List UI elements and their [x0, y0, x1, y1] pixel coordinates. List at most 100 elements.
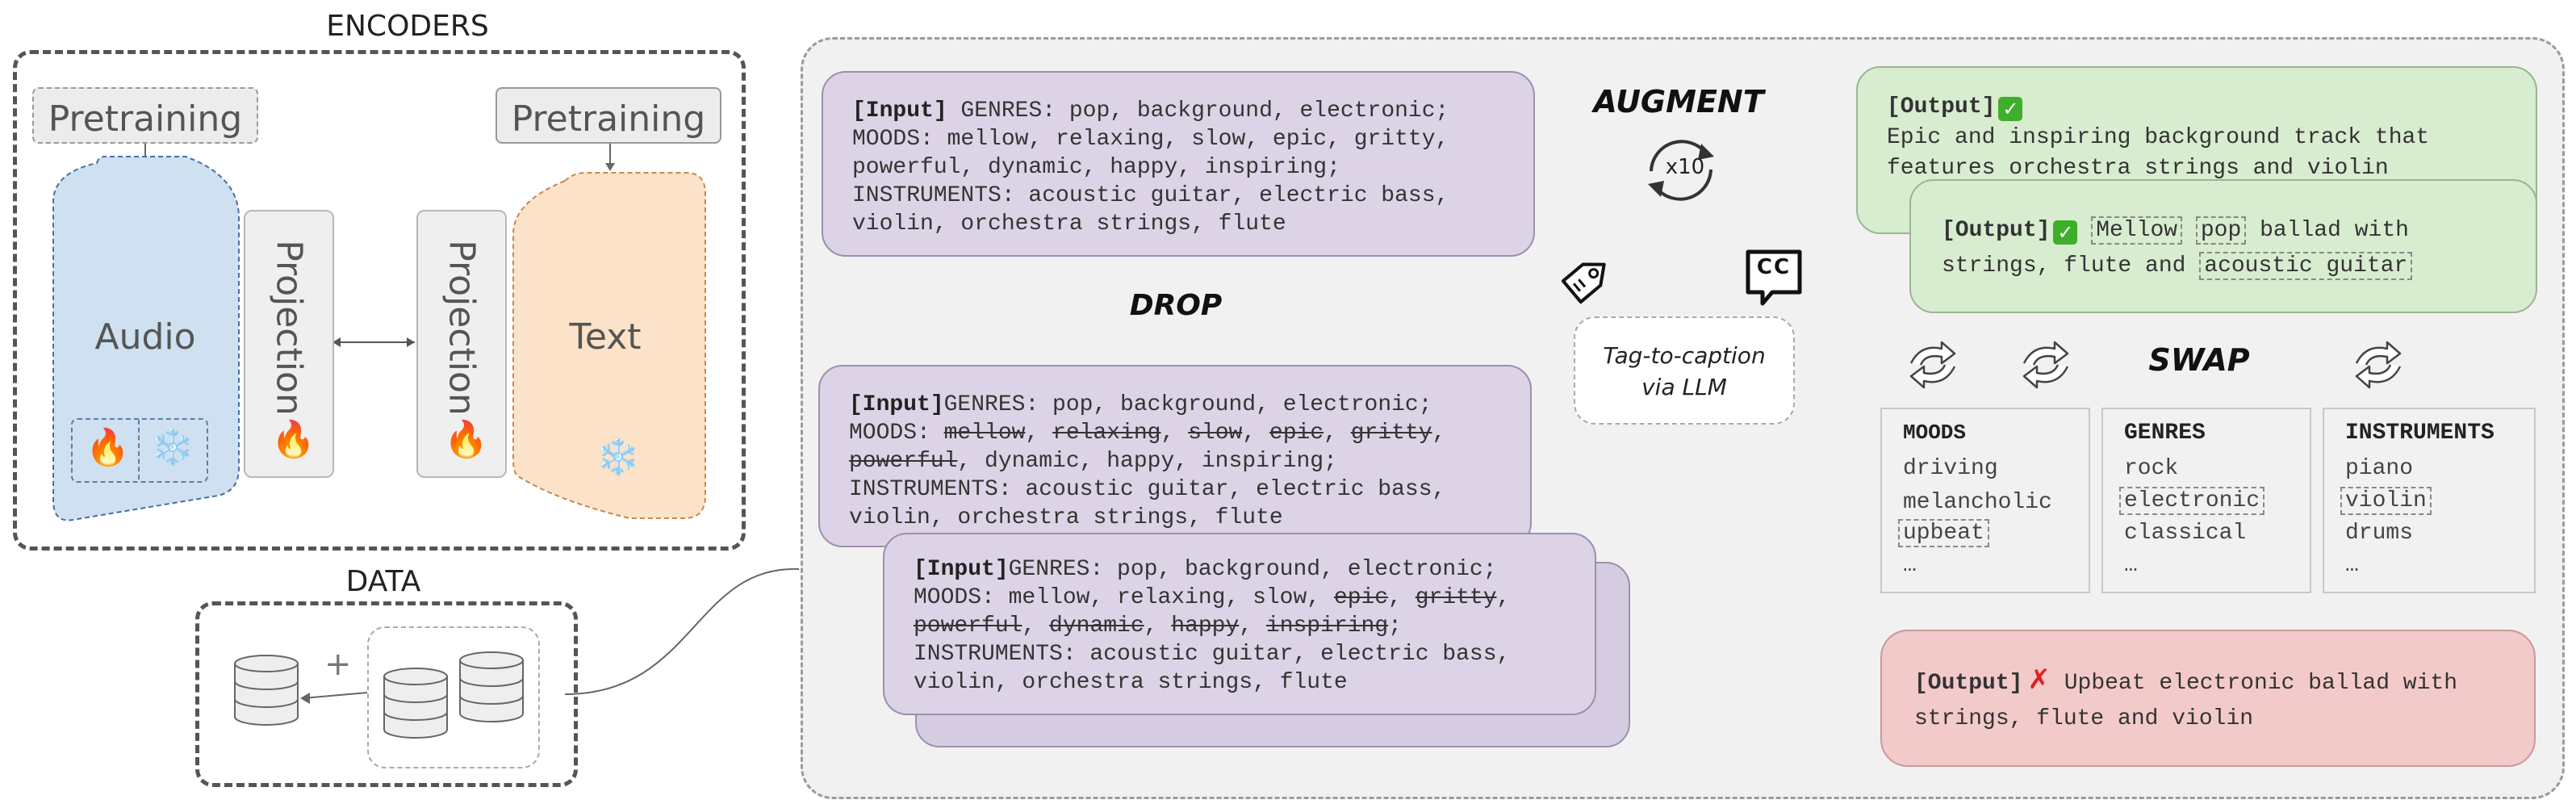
audio-projection-label: Projection	[268, 240, 310, 417]
database-icon	[459, 651, 524, 722]
card-line: powerful, dynamic, happy, inspiring;	[852, 155, 1340, 180]
dropped-tag: gritty	[1350, 421, 1432, 446]
output-line: Upbeat electronic ballad with	[2050, 671, 2458, 696]
tag-to-caption-line-2: via LLM	[1641, 374, 1727, 400]
database-icon	[234, 655, 299, 726]
encoders-panel	[13, 50, 746, 551]
list-item-selected: violin	[2340, 487, 2432, 515]
genres-list: GENRES rock electronic classical …	[2101, 408, 2311, 593]
list-item: piano	[2345, 456, 2414, 481]
dropped-tag: powerful	[914, 613, 1022, 639]
output-line: Epic and inspiring background track that	[1887, 125, 2430, 150]
swappable-word: acoustic guitar	[2199, 252, 2413, 280]
card-line: violin, orchestra strings, flute	[852, 211, 1286, 237]
dropped-tag: inspiring	[1265, 613, 1389, 639]
text-projection-label: Projection	[441, 240, 483, 417]
list-item-selected: upbeat	[1898, 519, 1989, 547]
list-item: melancholic	[1903, 490, 2052, 515]
genres-title: GENRES	[2124, 421, 2206, 446]
dropped-tag: powerful	[849, 449, 958, 474]
card-line: MOODS: mellow, relaxing, slow, epic, gri…	[852, 127, 1449, 152]
cc-text: CC	[1756, 255, 1792, 279]
list-item-selected: electronic	[2119, 487, 2265, 515]
audio-freeze-group	[71, 418, 208, 483]
dropped-tag: dynamic	[1049, 613, 1144, 639]
input-card-drop-2: [Input]GENRES: pop, background, electron…	[883, 533, 1596, 715]
dropped-tag: gritty	[1415, 585, 1497, 610]
fire-icon: 🔥	[271, 419, 316, 460]
card-line: INSTRUMENTS: acoustic guitar, electric b…	[849, 477, 1446, 502]
tag-to-caption-box: Tag-to-caption via LLM	[1574, 316, 1795, 425]
output-line: strings, flute and	[1942, 253, 2200, 278]
fire-icon: 🔥	[444, 419, 488, 460]
audio-fire-divider	[138, 420, 140, 479]
list-item: …	[2124, 553, 2138, 578]
instruments-list: INSTRUMENTS piano violin drums …	[2323, 408, 2536, 593]
audio-label: Audio	[94, 316, 196, 358]
cross-icon: ✗	[2027, 664, 2051, 696]
list-item: classical	[2124, 521, 2247, 546]
input-tag: [Input]	[849, 392, 944, 417]
audio-encoder-shape	[52, 156, 240, 521]
list-item: …	[1903, 553, 1917, 578]
input-tag: [Input]	[852, 98, 947, 124]
data-group-box	[367, 626, 540, 768]
text-pretraining-box: Pretraining	[496, 87, 721, 144]
dropped-tag: happy	[1171, 613, 1240, 639]
card-line: MOODS:	[849, 421, 944, 446]
swap-icon	[2022, 341, 2069, 389]
data-title: DATA	[345, 565, 421, 598]
swappable-word: Mellow	[2091, 216, 2183, 245]
moods-title: MOODS	[1903, 421, 1967, 445]
fire-icon: 🔥	[86, 427, 130, 468]
output-line: strings, flute and violin	[1914, 706, 2254, 731]
card-line: MOODS: mellow, relaxing, slow,	[914, 585, 1334, 610]
output-tag: [Output]	[1914, 671, 2023, 696]
check-icon: ✓	[2053, 220, 2078, 245]
list-item: drums	[2345, 521, 2414, 546]
tag-to-caption-line-1: Tag-to-caption	[1603, 342, 1766, 369]
dropped-tag: relaxing	[1052, 421, 1161, 446]
data-panel	[195, 601, 578, 787]
output-card-negative: [Output]✗ Upbeat electronic ballad with …	[1880, 630, 2536, 767]
audio-pretraining-box: Pretraining	[32, 87, 258, 144]
text-encoder-shape	[512, 172, 706, 519]
dropped-tag: mellow	[943, 421, 1026, 446]
snowflake-icon: ❄️	[150, 427, 194, 468]
card-line: GENRES: pop, background, electronic;	[947, 98, 1449, 124]
swap-icon	[2355, 341, 2402, 389]
snowflake-icon: ❄️	[596, 437, 640, 478]
card-line: violin, orchestra strings, flute	[849, 505, 1283, 530]
tag-icon	[1561, 262, 1606, 304]
list-item: …	[2345, 553, 2359, 578]
card-line: INSTRUMENTS: acoustic guitar, electric b…	[852, 183, 1449, 208]
data-plus-icon: +	[324, 646, 352, 683]
input-tag: [Input]	[914, 557, 1009, 582]
swap-label: SWAP	[2148, 342, 2250, 378]
audio-projection-box: Projection 🔥	[244, 210, 334, 478]
drop-label: DROP	[1129, 289, 1223, 322]
card-line: GENRES: pop, background, electronic;	[1008, 557, 1497, 582]
output-tag: [Output]	[1887, 94, 1996, 119]
swap-icon	[1909, 341, 1956, 389]
card-line: INSTRUMENTS: acoustic guitar, electric b…	[914, 642, 1511, 667]
moods-list: MOODS driving melancholic upbeat …	[1880, 408, 2090, 593]
card-line: GENRES: pop, background, electronic;	[943, 392, 1432, 417]
output-card-2: [Output]✓ Mellow pop ballad with strings…	[1909, 179, 2537, 313]
text-projection-box: Projection 🔥	[416, 210, 507, 478]
text-label: Text	[569, 316, 642, 358]
input-card-drop-1: [Input]GENRES: pop, background, electron…	[818, 365, 1532, 547]
database-icon	[383, 668, 448, 739]
list-item: driving	[1903, 456, 1998, 481]
dropped-tag: epic	[1269, 421, 1324, 446]
repeat-count: x10	[1665, 155, 1705, 179]
closed-caption-icon: CC	[1743, 247, 1804, 306]
encoders-title: ENCODERS	[326, 10, 489, 43]
output-tag: [Output]	[1942, 218, 2051, 243]
augment-label: AUGMENT	[1593, 84, 1764, 119]
dropped-tag: slow	[1188, 421, 1243, 446]
output-line: ballad with	[2246, 218, 2409, 243]
output-line: features orchestra strings and violin	[1887, 156, 2389, 181]
check-icon: ✓	[1998, 97, 2023, 121]
list-item: rock	[2124, 456, 2179, 481]
